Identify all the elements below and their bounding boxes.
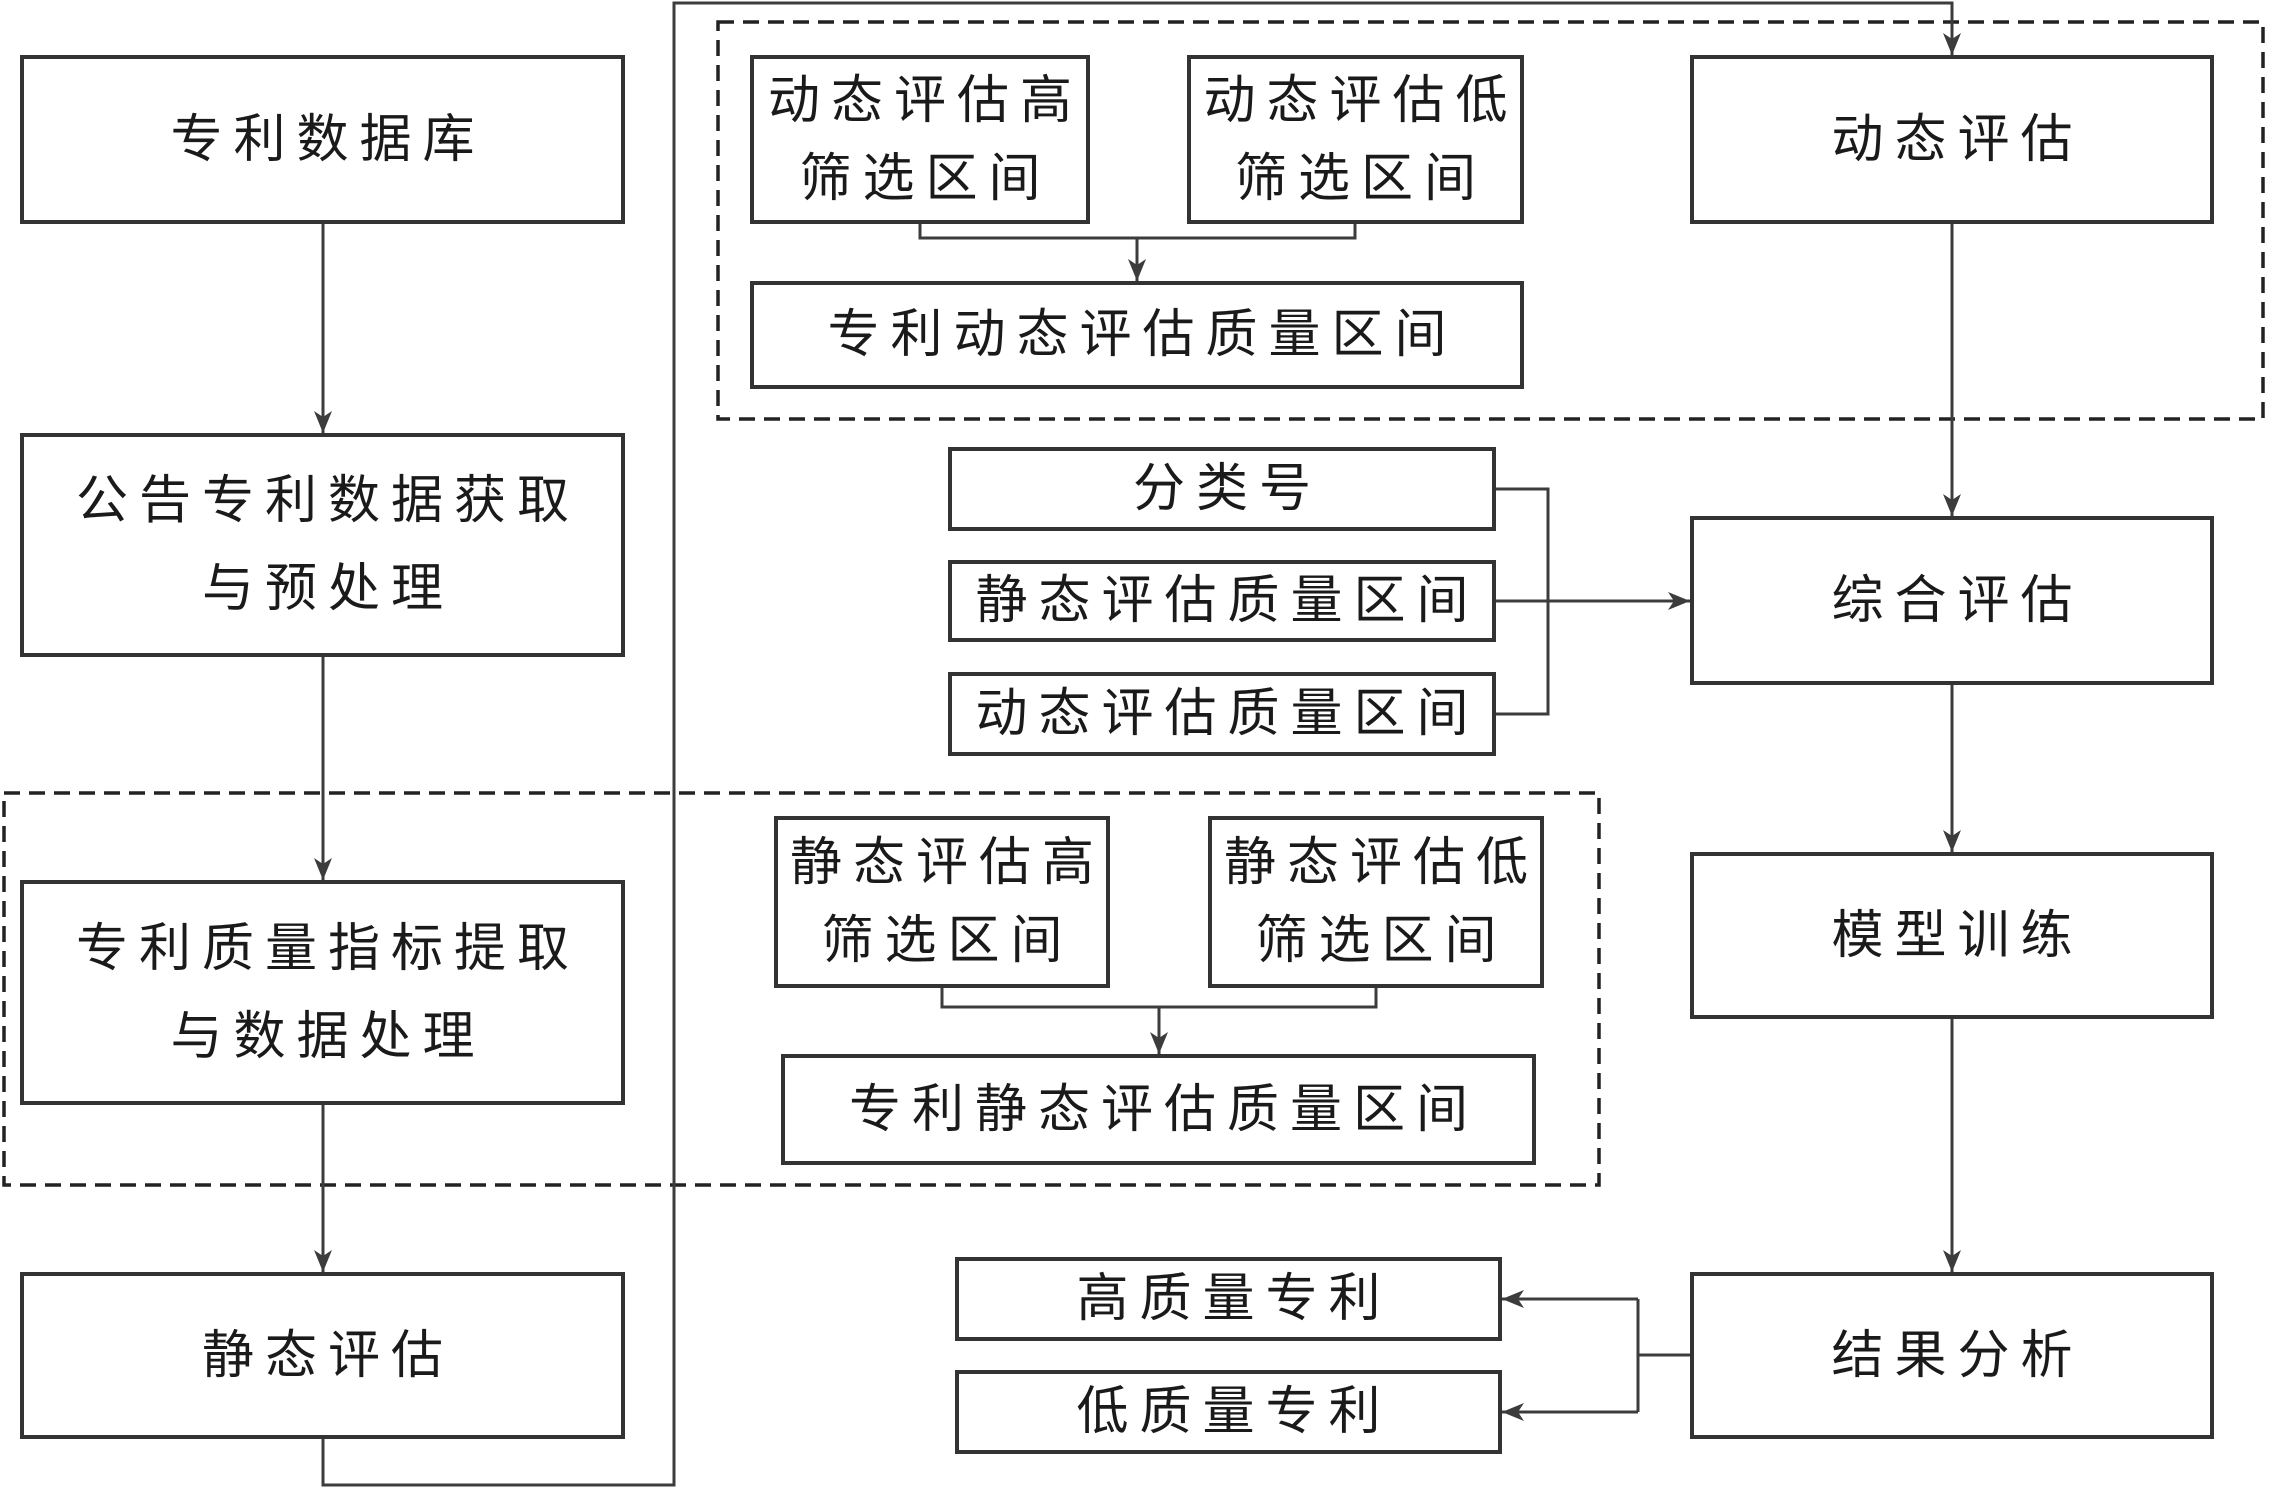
patent-database-box: 专利数据库 xyxy=(20,55,625,224)
dynamic-low-interval-label-line1: 动态评估低 xyxy=(1203,70,1519,131)
indicator-extraction-box: 专利质量指标提取 与数据处理 xyxy=(20,880,625,1105)
dynamic-evaluation-box: 动态评估 xyxy=(1690,55,2214,224)
static-low-interval-label-line2: 筛选区间 xyxy=(1255,911,1508,971)
dynamic-high-interval-box: 动态评估高 筛选区间 xyxy=(750,55,1090,224)
low-quality-patent-label: 低质量专利 xyxy=(1076,1382,1392,1442)
connector-static-intervals-merge xyxy=(940,988,1378,1009)
high-quality-patent-box: 高质量专利 xyxy=(955,1257,1502,1341)
static-high-interval-label-line1: 静态评估高 xyxy=(789,833,1105,893)
model-training-box: 模型训练 xyxy=(1690,852,2214,1019)
classification-number-box: 分类号 xyxy=(948,447,1496,531)
dynamic-quality-interval-box: 专利动态评估质量区间 xyxy=(750,281,1524,389)
comprehensive-evaluation-label: 综合评估 xyxy=(1831,570,2084,631)
data-acquisition-box: 公告专利数据获取 与预处理 xyxy=(20,433,625,657)
connector-dynamic-intervals-merge xyxy=(918,224,1357,240)
dynamic-low-interval-label-line2: 筛选区间 xyxy=(1234,148,1487,209)
classification-number-label: 分类号 xyxy=(1132,459,1322,519)
arrow-static-to-dynamic-evaluation xyxy=(321,1,1961,1487)
result-analysis-label: 结果分析 xyxy=(1831,1325,2084,1386)
dynamic-high-interval-label-line1: 动态评估高 xyxy=(767,70,1083,131)
static-low-interval-label-line1: 静态评估低 xyxy=(1223,833,1539,893)
static-low-interval-box: 静态评估低 筛选区间 xyxy=(1208,816,1544,988)
comprehensive-evaluation-box: 综合评估 xyxy=(1690,516,2214,685)
patent-database-label: 专利数据库 xyxy=(170,109,486,170)
static-quality-interval-box: 专利静态评估质量区间 xyxy=(781,1054,1536,1165)
static-quality-interval-label: 专利静态评估质量区间 xyxy=(848,1079,1479,1140)
static-evaluation-label: 静态评估 xyxy=(201,1325,454,1386)
result-analysis-box: 结果分析 xyxy=(1690,1272,2214,1439)
dynamic-evaluation-label: 动态评估 xyxy=(1831,109,2084,170)
static-quality-interval-input-box: 静态评估质量区间 xyxy=(948,560,1496,642)
dynamic-quality-interval-input-label: 动态评估质量区间 xyxy=(975,684,1480,744)
high-quality-patent-label: 高质量专利 xyxy=(1076,1269,1392,1329)
data-acquisition-label-line2: 与预处理 xyxy=(201,559,454,619)
dynamic-high-interval-label-line2: 筛选区间 xyxy=(799,148,1052,209)
dynamic-quality-interval-label: 专利动态评估质量区间 xyxy=(827,305,1458,365)
low-quality-patent-box: 低质量专利 xyxy=(955,1370,1502,1454)
model-training-label: 模型训练 xyxy=(1831,905,2084,966)
static-interval-dashed-frame xyxy=(2,791,1601,1187)
indicator-extraction-label-line1: 专利质量指标提取 xyxy=(75,918,580,979)
dynamic-low-interval-box: 动态评估低 筛选区间 xyxy=(1187,55,1524,224)
static-high-interval-label-line2: 筛选区间 xyxy=(821,911,1074,971)
static-quality-interval-input-label: 静态评估质量区间 xyxy=(975,571,1480,631)
indicator-extraction-label-line2: 与数据处理 xyxy=(170,1006,486,1067)
data-acquisition-label-line1: 公告专利数据获取 xyxy=(75,471,580,531)
static-evaluation-box: 静态评估 xyxy=(20,1272,625,1439)
connector-analysis-branch xyxy=(1636,1299,1690,1412)
static-high-interval-box: 静态评估高 筛选区间 xyxy=(774,816,1110,988)
dynamic-quality-interval-input-box: 动态评估质量区间 xyxy=(948,672,1496,756)
dynamic-interval-dashed-frame xyxy=(716,20,2265,421)
